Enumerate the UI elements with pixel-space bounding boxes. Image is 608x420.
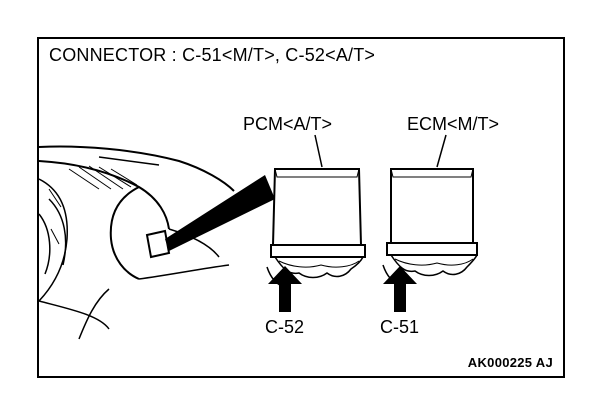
pcm-arrow (268, 266, 302, 312)
dashboard-hatching (48, 165, 138, 245)
diagram-title: CONNECTOR : C-51<M/T>, C-52<A/T> (49, 45, 376, 65)
pcm-label: PCM<A/T> (243, 114, 333, 134)
connector-location-drawing (39, 134, 478, 340)
connector-c52-label: C-52 (265, 317, 305, 337)
ecm-label: ECM<M/T> (407, 114, 500, 134)
pcm-module (266, 134, 366, 288)
ecm-arrow (383, 266, 417, 312)
pointer-wedge (165, 175, 275, 251)
location-marker-box (145, 229, 171, 259)
diagram-frame: CONNECTOR : C-51<M/T>, C-52<A/T> PCM<A/T… (37, 37, 565, 378)
ecm-module (382, 134, 478, 286)
dashboard-illustration (39, 145, 235, 340)
connector-c51-label: C-51 (380, 317, 420, 337)
reference-code: AK000225 AJ (467, 355, 553, 370)
